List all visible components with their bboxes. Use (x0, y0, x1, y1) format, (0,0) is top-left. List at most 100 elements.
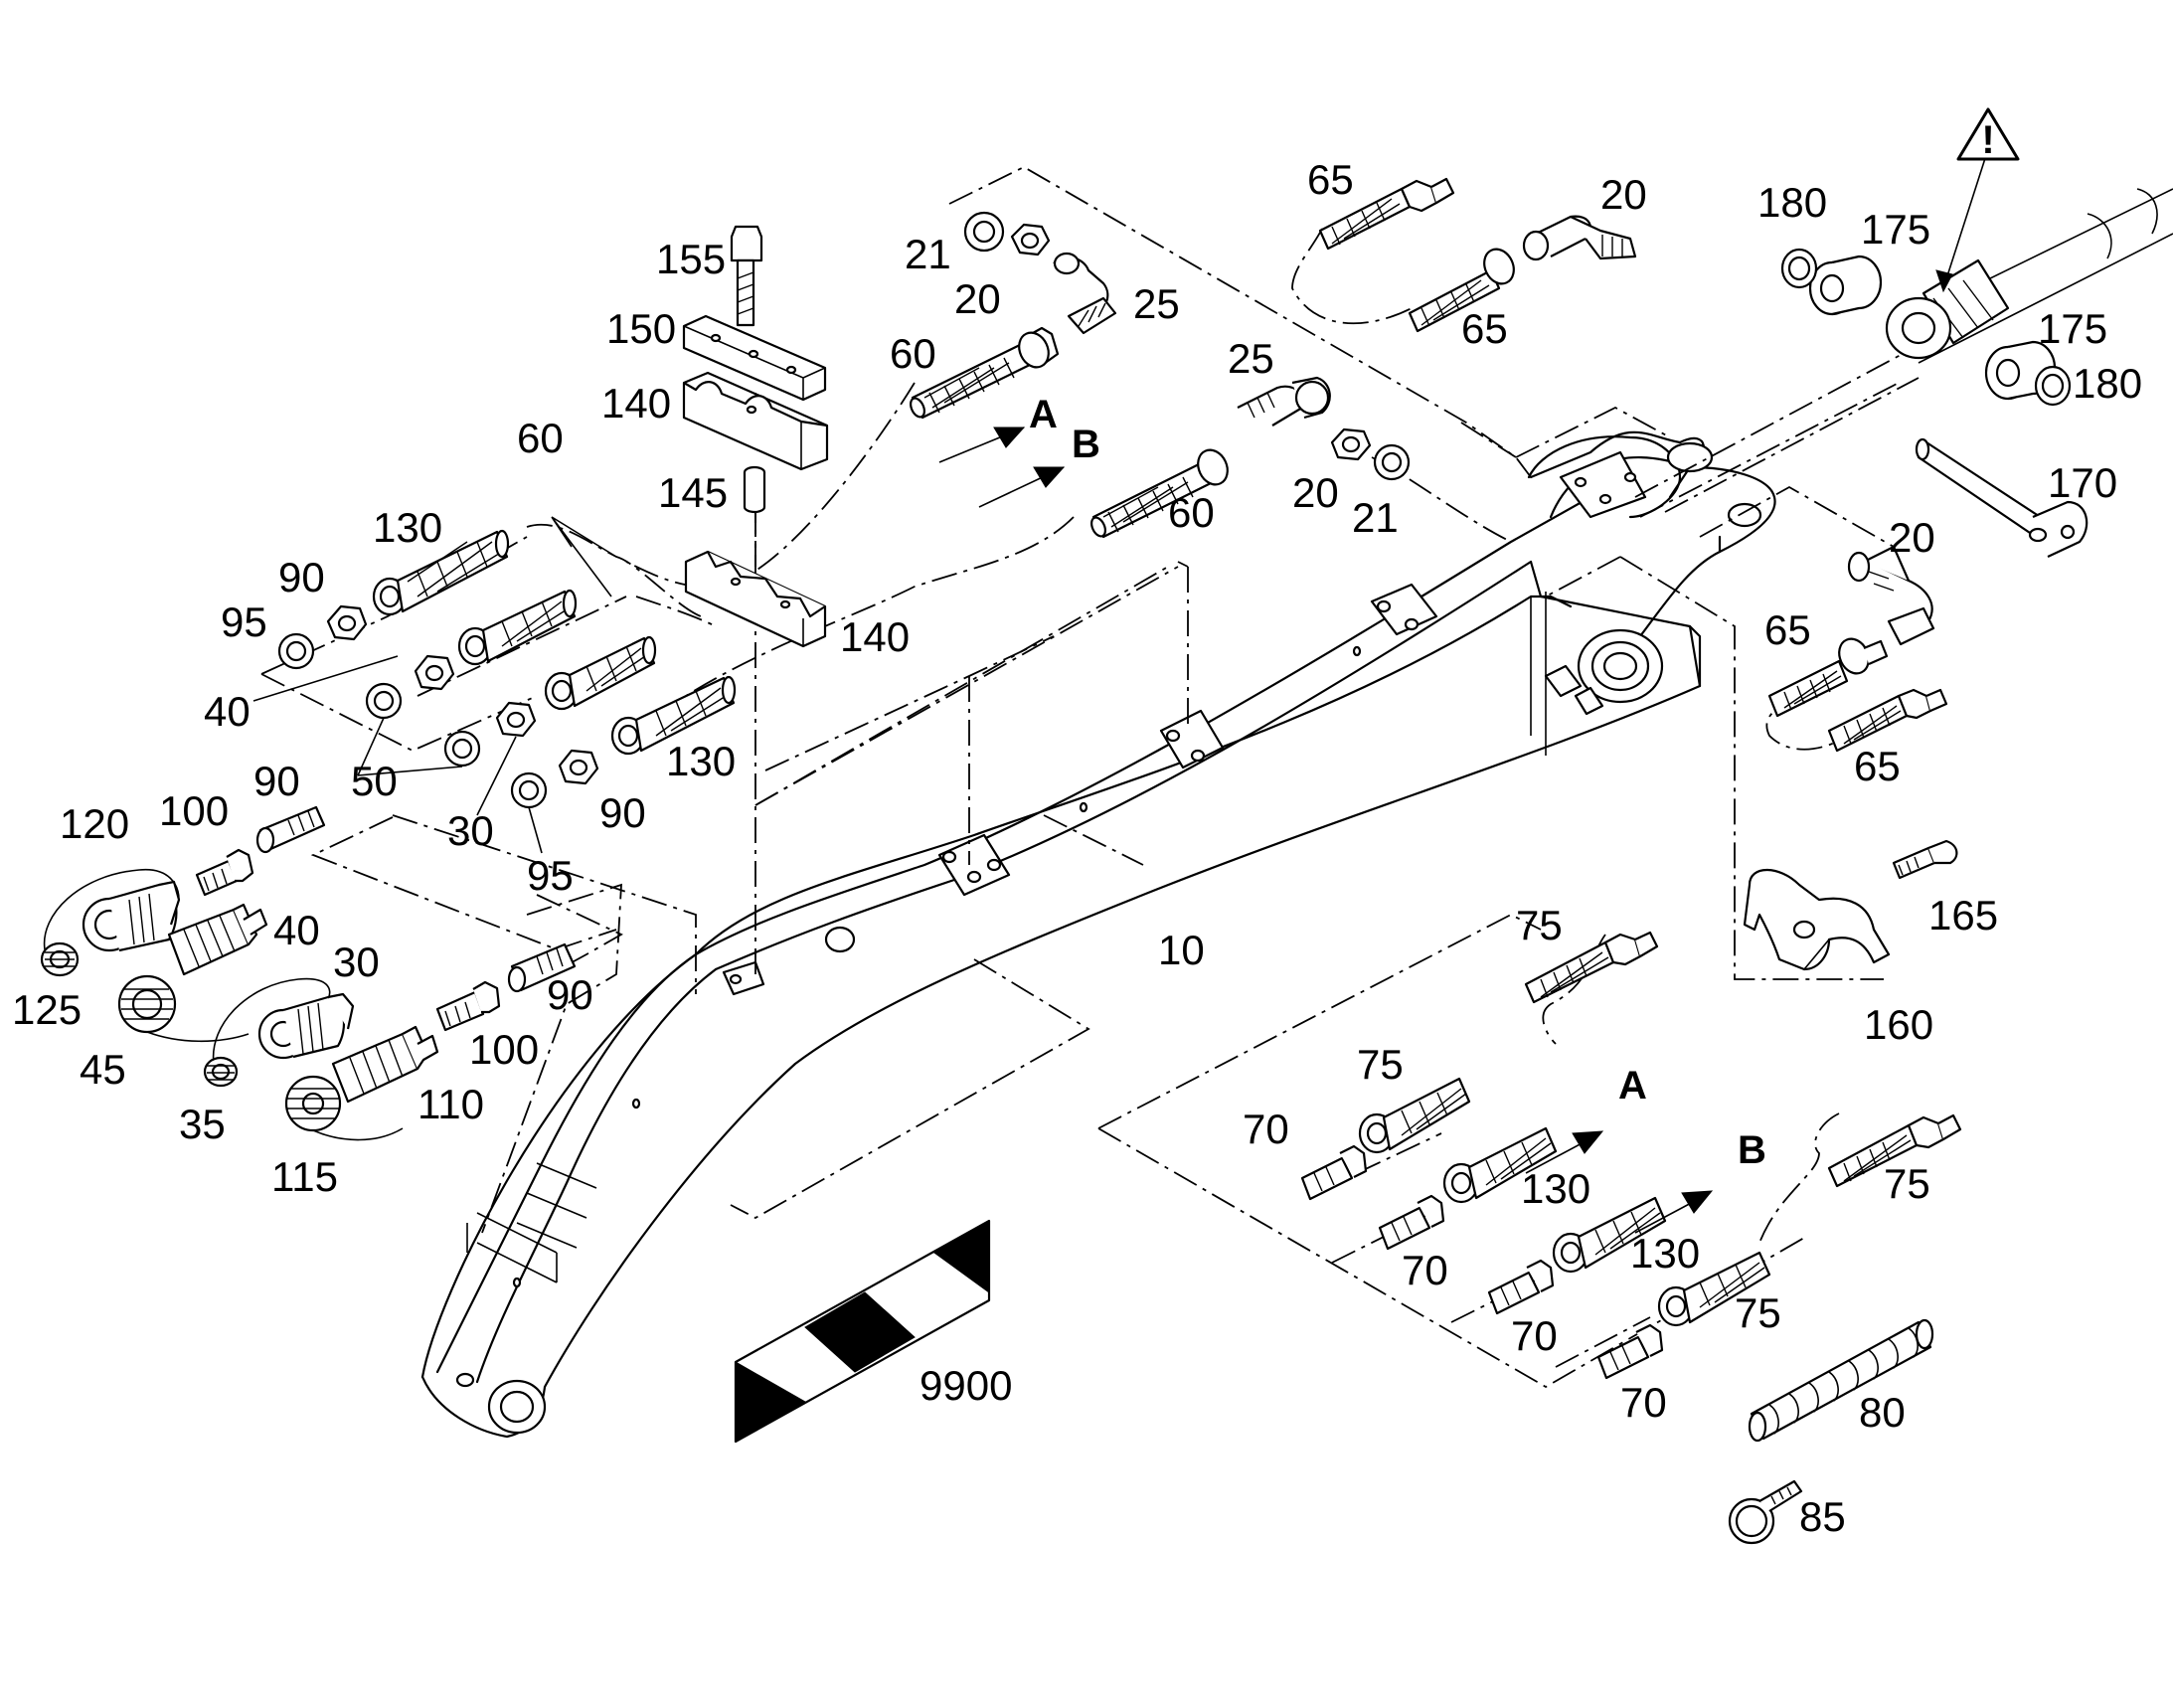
nut-40-a (414, 654, 455, 691)
callout-label: 21 (905, 231, 951, 277)
adapter-70-b (1378, 1194, 1445, 1251)
callout-label: 110 (418, 1081, 484, 1127)
callout-label: 155 (656, 236, 726, 282)
nut-90-a (326, 604, 368, 641)
clamp-half-140-bottom (684, 550, 827, 648)
callout-label: 160 (1864, 1001, 1933, 1048)
callout-label: 175 (1861, 206, 1930, 253)
hose-clamp-85 (1728, 1479, 1803, 1545)
washer-21-mid (1373, 443, 1411, 481)
adapter-70-c (1487, 1259, 1555, 1315)
coupler-110 (331, 1025, 439, 1104)
adapter-70-a (1300, 1144, 1368, 1201)
hose-end-75-d (1827, 1113, 1962, 1188)
boom-clamp-5 (1559, 450, 1647, 519)
elbow-fitting-20-top (1522, 215, 1637, 261)
callout-label: 45 (80, 1046, 126, 1093)
callout-label: 100 (159, 787, 229, 834)
elbow-25-top (1053, 252, 1117, 335)
direction-arrow-icon (1525, 1130, 1604, 1174)
striped-flag-icon (734, 1219, 991, 1444)
callout-label: 165 (1928, 892, 1998, 939)
callout-label: 20 (954, 275, 1001, 322)
callout-label: 145 (658, 469, 728, 516)
direction-label-b: B (1738, 1128, 1766, 1172)
callout-label: 180 (1757, 179, 1827, 226)
callout-label: 75 (1516, 902, 1563, 948)
callout-label: 9900 (919, 1362, 1012, 1409)
callout-label: 21 (1352, 494, 1399, 541)
adapter-70-d (1596, 1323, 1664, 1380)
callout-label: 90 (253, 758, 300, 804)
callout-label: 100 (469, 1026, 539, 1073)
direction-arrow-icon (938, 427, 1026, 463)
cap-35 (203, 977, 331, 1088)
callout-label: 90 (547, 971, 593, 1018)
callout-label: 10 (1158, 927, 1205, 973)
callout-label: 175 (2038, 305, 2107, 352)
direction-label-a: A (1618, 1064, 1647, 1108)
adapter-100-b (435, 980, 501, 1032)
callout-label: 75 (1357, 1041, 1404, 1088)
hose-end-75-a (1524, 931, 1659, 1004)
nut-20-top (1010, 223, 1051, 256)
callout-label: 90 (278, 554, 325, 600)
callout-label: 85 (1799, 1493, 1846, 1540)
callout-label: 75 (1735, 1289, 1781, 1336)
hose-end-65-a (1318, 177, 1455, 251)
callout-label: 70 (1511, 1312, 1558, 1359)
callout-label: 40 (204, 688, 251, 735)
callout-label: 40 (273, 907, 320, 953)
washer-50-b (443, 730, 481, 768)
bolt-155 (730, 225, 763, 327)
callout-label: 60 (1168, 489, 1215, 536)
callout-label: 70 (1402, 1247, 1448, 1293)
callout-label: 25 (1228, 335, 1274, 382)
callout-label: 70 (1620, 1379, 1667, 1426)
washer-50-a (365, 682, 403, 720)
boom-clamp-4 (722, 960, 765, 996)
callout-label: 25 (1133, 280, 1180, 327)
callout-label: 80 (1859, 1389, 1906, 1436)
callout-label: 95 (221, 598, 267, 645)
coupler-120 (82, 880, 181, 952)
callout-label: 120 (60, 800, 129, 847)
callout-label: 140 (601, 380, 671, 427)
adapter-90-b (507, 942, 577, 993)
hose-end-60-top (910, 326, 1060, 420)
hose-end-130-b (1442, 1126, 1558, 1204)
warning-triangle-icon: ! (1956, 107, 2020, 162)
plate-150 (682, 314, 827, 402)
nut-90-b (558, 749, 599, 785)
callout-label: 65 (1307, 156, 1354, 203)
elbow-25-mid (1237, 376, 1331, 427)
pin-170 (1915, 437, 2089, 558)
callout-label: 30 (333, 939, 380, 985)
callout-label: 140 (840, 613, 910, 660)
boom-arm (420, 430, 1776, 1439)
boom-clamp-2 (1159, 709, 1225, 769)
hose-end-60-left-a (457, 589, 578, 666)
callout-label: 130 (1630, 1230, 1700, 1277)
callout-label: 20 (1889, 514, 1935, 561)
callout-label: 90 (599, 789, 646, 836)
nut-30-a (495, 701, 537, 738)
washer-95-b (510, 771, 548, 809)
hose-end-130-left (372, 529, 510, 616)
callout-label: 35 (179, 1101, 226, 1147)
screw-165 (1892, 839, 1958, 880)
direction-label-a: A (1029, 393, 1058, 436)
callout-label: 170 (2048, 459, 2117, 506)
callout-label: 20 (1600, 171, 1647, 218)
hose-end-65-right-b (1827, 688, 1948, 753)
nut-20-mid (1330, 427, 1372, 461)
cap-125 (40, 868, 180, 977)
coupler-30 (257, 992, 355, 1060)
direction-arrow-icon (1634, 1190, 1714, 1234)
adapter-90-a (255, 805, 326, 854)
callout-label: 60 (517, 415, 564, 461)
callout-label: 130 (373, 504, 442, 551)
bushing-175-a (1808, 255, 1883, 316)
